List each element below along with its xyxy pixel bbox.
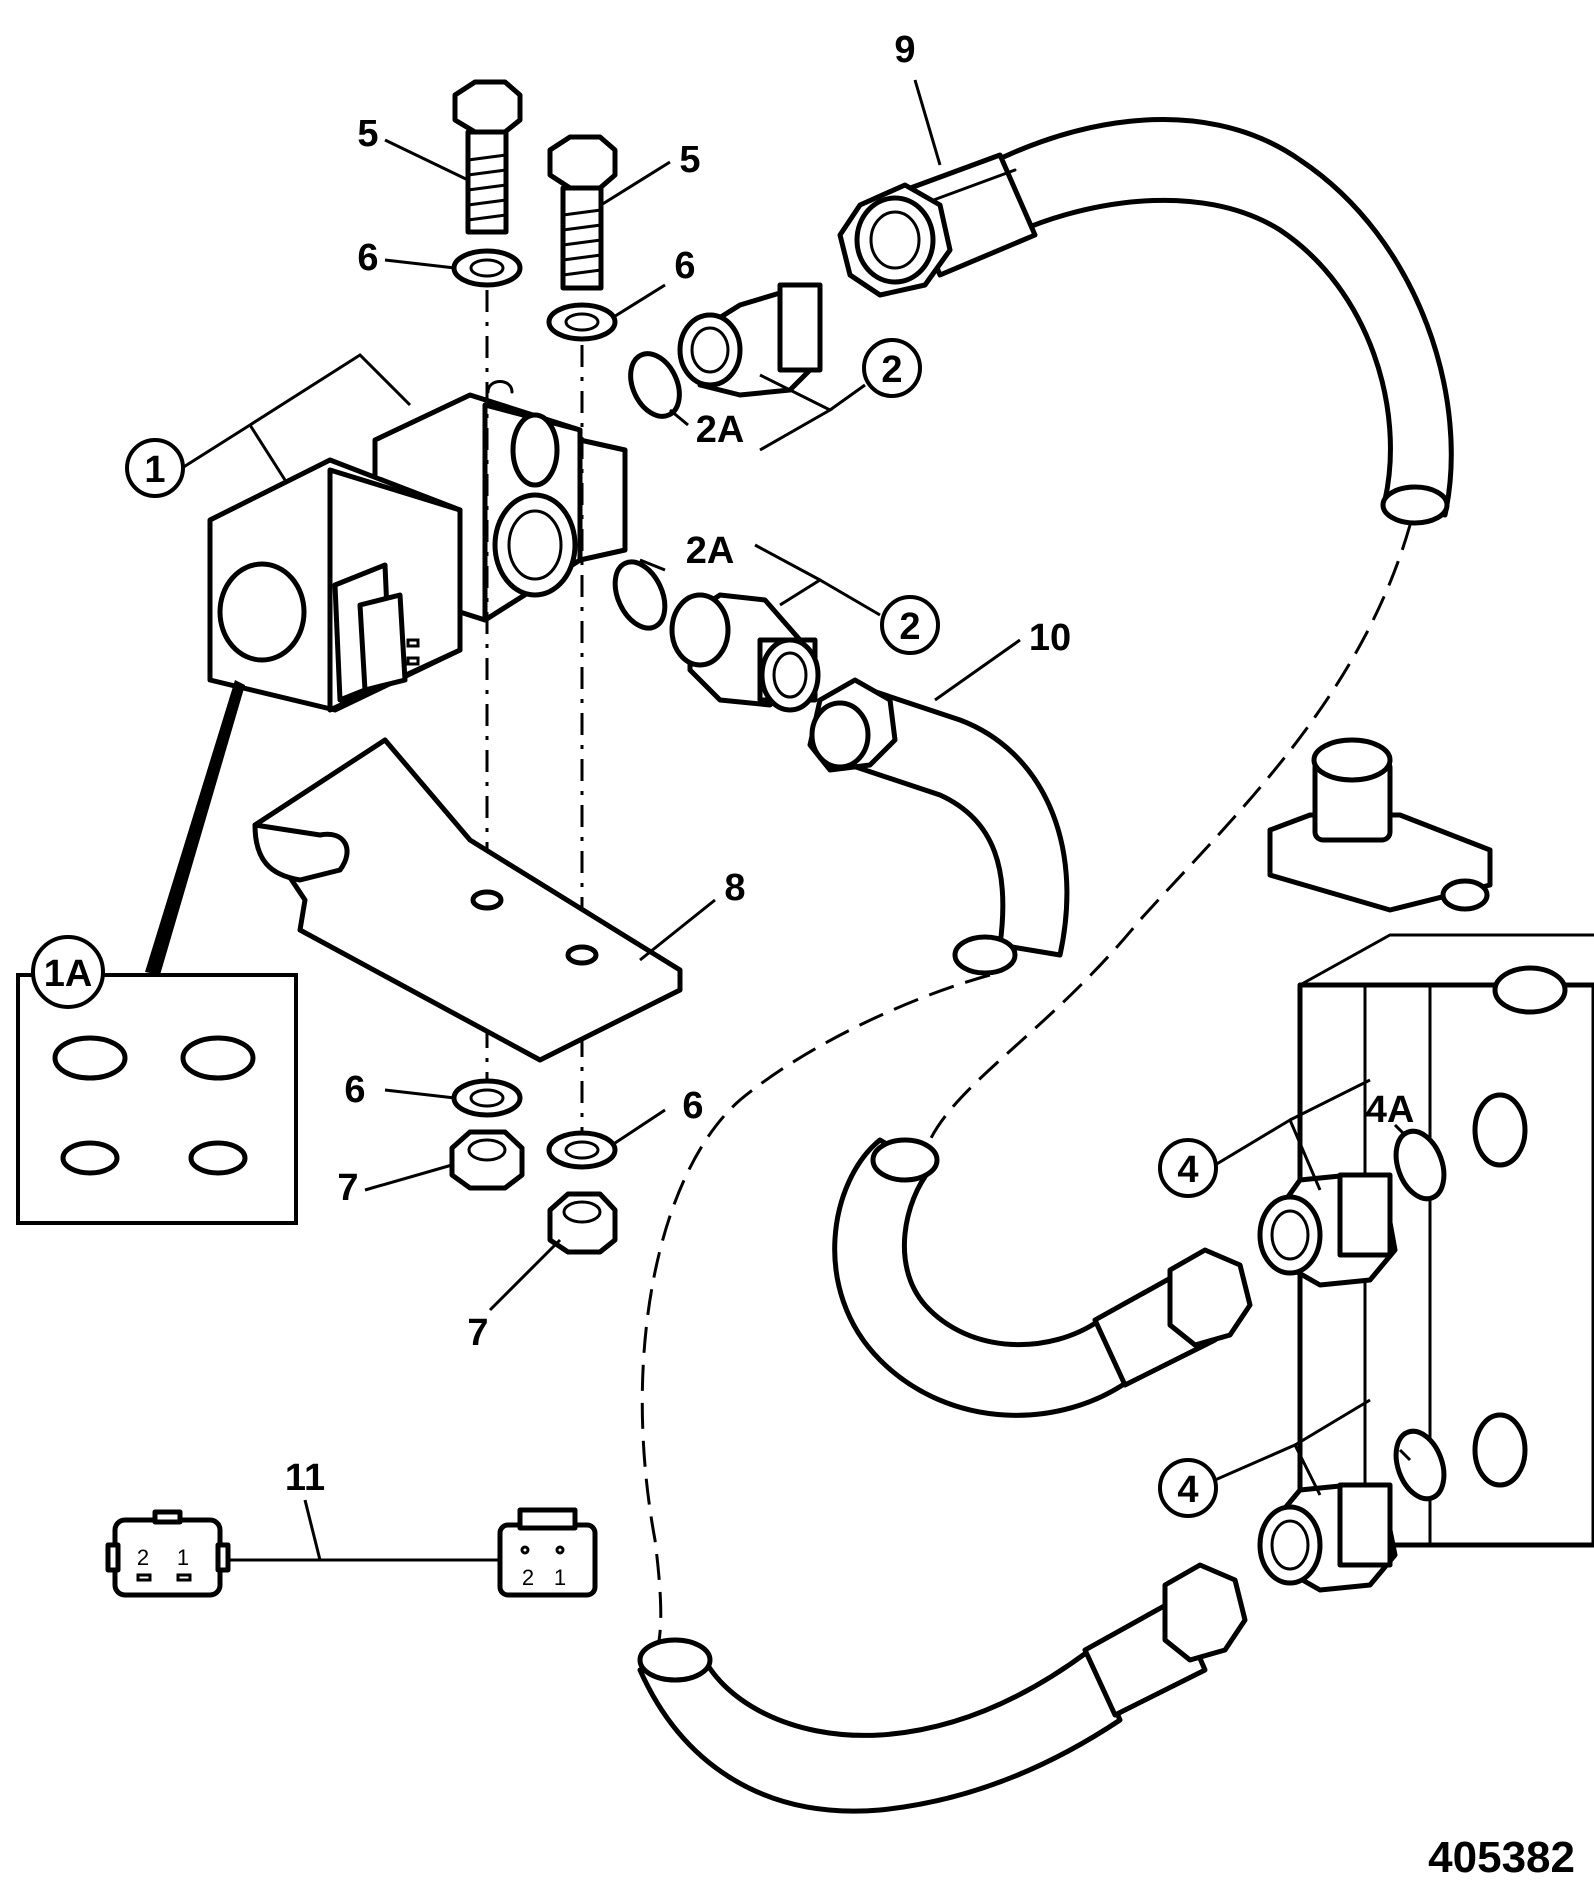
- svg-text:2: 2: [881, 349, 902, 391]
- svg-text:2A: 2A: [696, 409, 745, 451]
- callout-9: 9: [894, 29, 942, 166]
- svg-text:4A: 4A: [1366, 1089, 1415, 1131]
- callout-7-left: 7: [337, 1163, 453, 1209]
- callout-6-bottom-right: 6: [611, 1085, 704, 1147]
- svg-text:6: 6: [674, 245, 695, 287]
- callout-2-top: 2: [759, 338, 922, 452]
- callout-6-top-left: 6: [357, 237, 456, 279]
- pin-label: 1: [177, 1545, 189, 1570]
- adapter-4-top: [1257, 1172, 1398, 1288]
- o-ring-2a-top: [628, 351, 682, 419]
- callout-5-right: 5: [600, 139, 701, 207]
- hose-10-path-dashed: [640, 973, 991, 1661]
- adapter-2-top: [677, 282, 823, 398]
- washer-6-top-right: [546, 302, 618, 342]
- figure-reference-number: 405382: [1428, 1833, 1575, 1882]
- callout-4a-top: 4A: [1289, 1078, 1415, 1137]
- detail-pointer: [145, 680, 245, 975]
- control-valve-block: [1267, 737, 1594, 1548]
- svg-text:6: 6: [344, 1069, 365, 1111]
- hose-9: [837, 117, 1454, 526]
- callout-1: 1: [125, 423, 251, 498]
- svg-text:8: 8: [724, 867, 745, 909]
- pin-label: 2: [137, 1545, 149, 1570]
- svg-text:7: 7: [337, 1167, 358, 1209]
- callout-2a-top: 2A: [669, 408, 745, 451]
- svg-text:1: 1: [144, 449, 165, 491]
- cable-harness-11: 2 1 2 1: [105, 1507, 598, 1598]
- svg-text:11: 11: [285, 1457, 325, 1499]
- solenoid-valve-1: [207, 353, 628, 713]
- washer-6-top-left: [451, 248, 523, 288]
- svg-text:2: 2: [899, 606, 920, 648]
- hose-10: [807, 677, 1070, 976]
- o-ring-4a-bottom: [1393, 1428, 1447, 1502]
- o-ring-4a-top: [1393, 1128, 1447, 1202]
- svg-text:9: 9: [894, 29, 915, 71]
- svg-text:5: 5: [357, 113, 378, 155]
- callout-10: 10: [934, 617, 1071, 702]
- detail-box-1a: 1A: [16, 935, 298, 1225]
- svg-text:10: 10: [1029, 617, 1071, 659]
- svg-text:5: 5: [679, 139, 700, 181]
- hose-lower-bottom: [637, 1562, 1248, 1814]
- pin-label: 1: [554, 1565, 566, 1590]
- svg-text:4: 4: [1177, 1469, 1198, 1511]
- svg-text:4: 4: [1177, 1149, 1198, 1191]
- svg-text:6: 6: [357, 237, 378, 279]
- callout-2a-mid: 2A: [639, 530, 821, 582]
- svg-text:1A: 1A: [44, 953, 93, 995]
- callout-8: 8: [639, 867, 746, 962]
- callout-11: 11: [285, 1457, 325, 1561]
- svg-text:7: 7: [467, 1312, 488, 1354]
- bolt-5-left: [452, 79, 523, 235]
- bolt-5-right: [547, 134, 618, 291]
- callout-5-left: 5: [357, 113, 469, 182]
- callout-4a-bottom: [1294, 1398, 1412, 1462]
- adapter-4-bottom: [1257, 1482, 1398, 1593]
- svg-text:6: 6: [682, 1085, 703, 1127]
- svg-text:2A: 2A: [686, 530, 735, 572]
- washer-6-bottom-left: [451, 1078, 523, 1118]
- adapter-2-mid: [669, 592, 821, 713]
- callout-6-bottom-left: 6: [344, 1069, 456, 1111]
- nut-7-bottom: [547, 1191, 618, 1255]
- pin-label: 2: [522, 1565, 534, 1590]
- nut-7-left: [449, 1129, 525, 1191]
- hose-9-path-dashed: [928, 524, 1412, 1141]
- callout-7-bottom: 7: [467, 1238, 562, 1354]
- o-ring-2a-mid: [612, 559, 668, 631]
- washer-6-bottom-right: [546, 1130, 618, 1170]
- callout-6-top-right: 6: [611, 245, 696, 320]
- bracket-8: [252, 737, 683, 1063]
- hose-lower-upper: [832, 1137, 1253, 1418]
